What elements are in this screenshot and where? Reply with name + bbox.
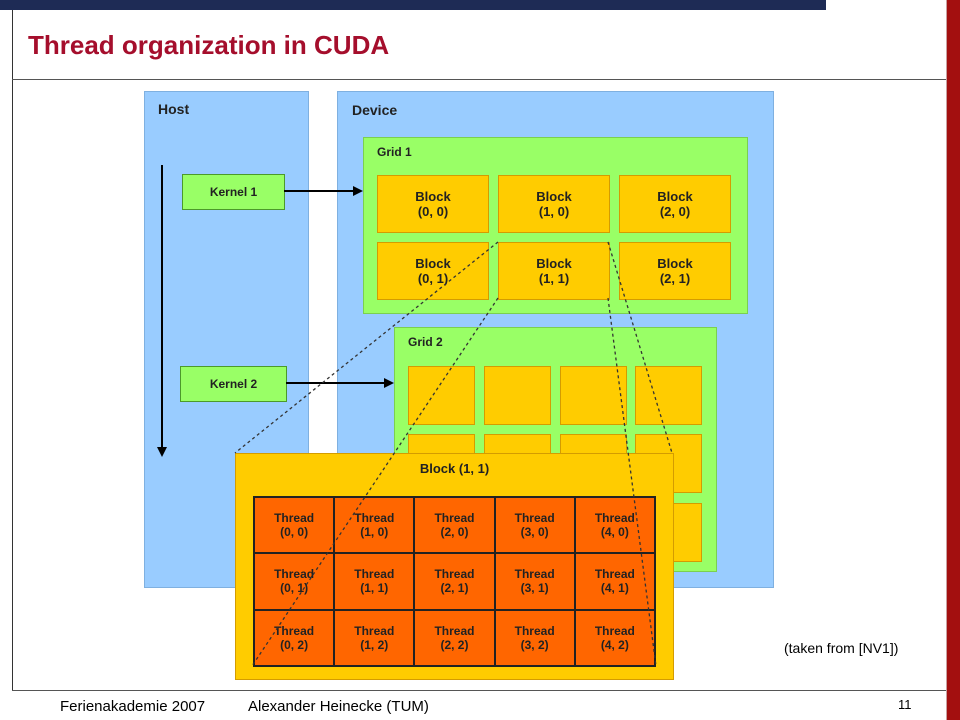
top-accent-bar (0, 0, 826, 10)
thread-cell: Thread (3, 2) (495, 610, 574, 665)
right-bar-edge (946, 0, 947, 720)
zoom-line-right-bottom (607, 297, 657, 667)
footer-author: Alexander Heinecke (TUM) (248, 698, 429, 715)
grid2-block (560, 366, 627, 425)
thread-cell: Thread (1, 2) (335, 610, 414, 665)
grid-1-label: Grid 1 (377, 145, 412, 159)
thread-cell: Thread (4, 1) (575, 554, 654, 609)
zoom-line-right-top (607, 241, 673, 454)
thread-cell: Thread (4, 0) (575, 498, 654, 553)
block-detail-label: Block (1, 1) (419, 461, 490, 476)
grid1-block: Block (0, 1) (377, 242, 489, 300)
thread-cell: Thread (2, 0) (415, 498, 494, 553)
grid1-block: Block (0, 0) (377, 175, 489, 233)
left-border-line (12, 10, 13, 690)
thread-cell: Thread (1, 0) (335, 498, 414, 553)
grid1-block: Block (2, 1) (619, 242, 731, 300)
grid1-block: Block (2, 0) (619, 175, 731, 233)
thread-cell: Thread (2, 1) (415, 554, 494, 609)
device-label: Device (352, 102, 398, 118)
zoom-line-left-top (234, 241, 499, 454)
thread-cell: Thread (4, 2) (575, 610, 654, 665)
footer-divider (12, 690, 946, 691)
page-number: 11 (898, 697, 912, 712)
grid2-block (484, 366, 551, 425)
kernel-1-box: Kernel 1 (182, 174, 285, 210)
thread-cell: Thread (3, 1) (495, 554, 574, 609)
kernel-2-box: Kernel 2 (180, 366, 287, 402)
title-divider (12, 79, 946, 80)
footer-event: Ferienakademie 2007 (60, 698, 206, 715)
grid2-block (635, 366, 702, 425)
grid1-block-highlighted: Block (1, 1) (498, 242, 610, 300)
thread-cell: Thread (1, 1) (335, 554, 414, 609)
thread-cell: Thread (0, 0) (255, 498, 334, 553)
thread-cell: Thread (0, 2) (255, 610, 334, 665)
block-detail: Block (1, 1) Thread (0, 0) Thread (1, 0)… (235, 453, 674, 680)
right-accent-bar (947, 0, 960, 720)
grid2-block (408, 366, 475, 425)
thread-cell: Thread (2, 2) (415, 610, 494, 665)
zoom-line-left-bottom (251, 297, 499, 667)
slide-title: Thread organization in CUDA (28, 30, 390, 60)
grid-2-label: Grid 2 (408, 335, 443, 349)
thread-cell: Thread (3, 0) (495, 498, 574, 553)
grid1-block: Block (1, 0) (498, 175, 610, 233)
host-label: Host (158, 101, 190, 117)
image-source-caption: (taken from [NV1]) (784, 640, 899, 656)
thread-grid: Thread (0, 0) Thread (1, 0) Thread (2, 0… (253, 496, 656, 667)
